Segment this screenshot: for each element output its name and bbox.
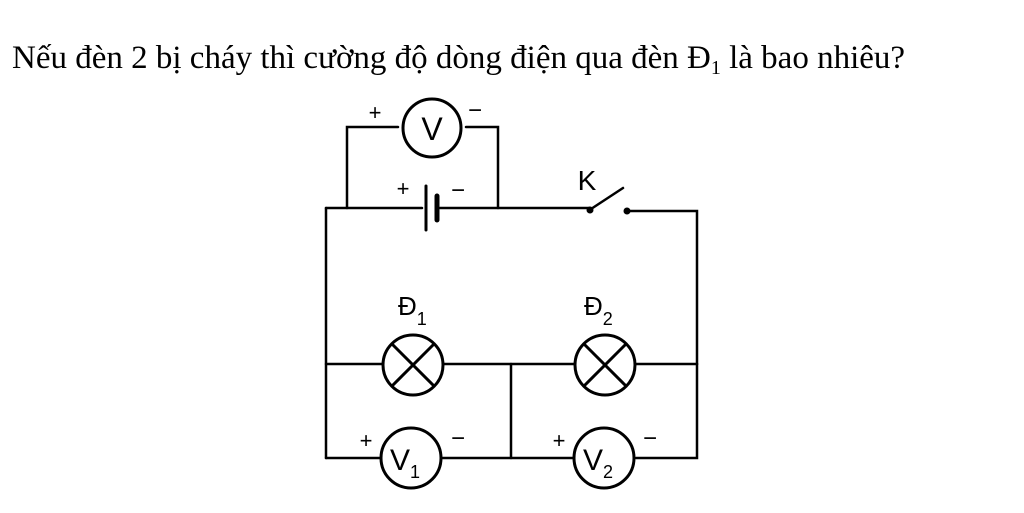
- voltmeter-main-plus: +: [369, 100, 382, 125]
- voltmeter-1-minus: −: [451, 425, 465, 452]
- switch-contact-left: [586, 206, 594, 214]
- question-text-main: Nếu đèn 2 bị cháy thì cường độ dòng điện…: [12, 40, 711, 76]
- question-subscript: 1: [710, 57, 721, 79]
- voltmeter-1-plus: +: [360, 428, 373, 453]
- question-text-end: là bao nhiêu?: [720, 40, 906, 76]
- voltmeter-2-minus: −: [643, 425, 657, 452]
- lamp-2-label: Đ2: [584, 291, 613, 329]
- switch-label: K: [578, 165, 597, 196]
- switch-contact-right: [623, 207, 631, 215]
- lamp-2: [573, 333, 637, 397]
- svg-text:V2: V2: [583, 444, 613, 482]
- wire-bottom-right: [634, 362, 699, 460]
- voltmeter-main-label: V: [421, 111, 443, 147]
- voltmeter-2: V2: [572, 426, 636, 490]
- battery-plus: +: [397, 176, 410, 201]
- voltmeter-1: V1: [379, 426, 443, 490]
- lamp-1-label: Đ1: [398, 291, 427, 329]
- voltmeter-main-minus: −: [468, 97, 482, 124]
- wire-voltmeter-left: [345, 125, 400, 210]
- wire-top-right: [626, 209, 699, 366]
- switch-blade: [589, 186, 625, 211]
- voltmeter-main: V: [401, 97, 463, 159]
- question-text: Nếu đèn 2 bị cháy thì cường độ dòng điện…: [12, 38, 905, 78]
- voltmeter-2-plus: +: [553, 428, 566, 453]
- wire-voltmeter-right: [464, 125, 500, 210]
- svg-text:V1: V1: [390, 444, 420, 482]
- lamp-1: [381, 333, 445, 397]
- battery-minus: −: [451, 177, 465, 204]
